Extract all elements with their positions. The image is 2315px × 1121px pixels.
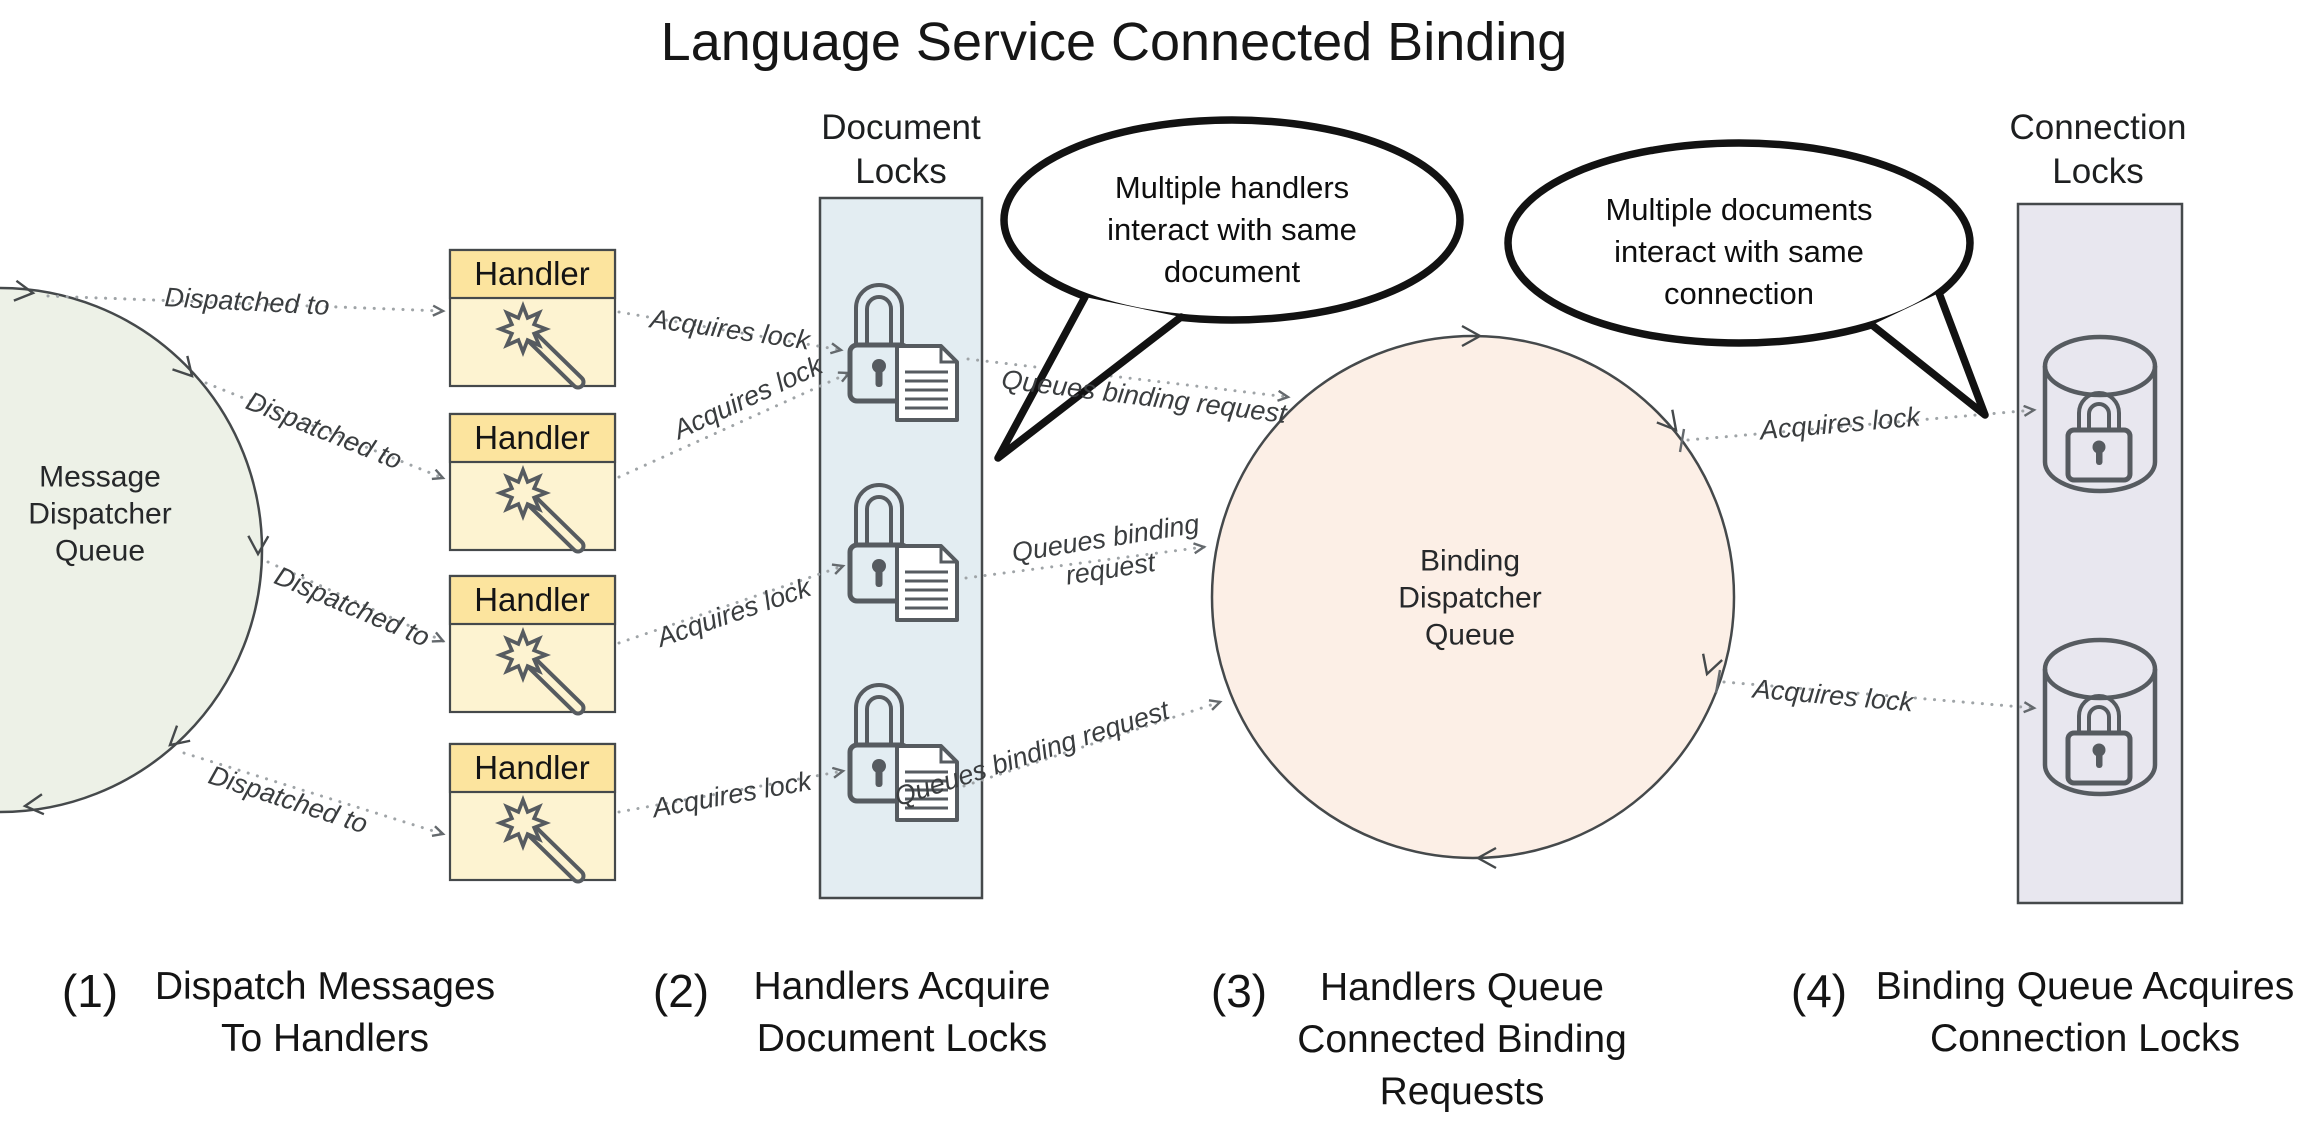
caption-2-number: (2) [652,965,710,1017]
connection-locks-label: Connection Locks [2009,108,2187,191]
wand-icon [495,301,586,390]
connector-ticks [1678,428,1722,694]
database-lock-icon [2042,334,2158,494]
handler-3-label: Handler [474,581,590,618]
wand-icon [495,795,586,884]
document-lock-icons [847,283,959,822]
message-dispatcher-queue-circle [0,286,264,814]
wand-icon [495,627,586,716]
caption-4-number: (4) [1790,965,1848,1017]
handler-2-label: Handler [474,419,590,456]
speech-bubble-1 [994,116,1464,462]
caption-4-text: Binding Queue Acquires Connection Locks [1875,965,2295,1060]
circle-rotation-arrows [13,279,1723,870]
caption-2-text: Handlers Acquire Document Locks [753,965,1051,1060]
callout-1-text: Multiple handlers interact with same doc… [1107,170,1357,289]
speech-bubble-2 [1504,139,1989,419]
lock-document-icon [847,683,959,822]
caption-1-text: Dispatch Messages To Handlers [154,965,496,1060]
database-lock-icon [2042,637,2158,797]
handler-4-label: Handler [474,749,590,786]
diagram-title: Language Service Connected Binding [660,12,1568,72]
connection-locks-container [2016,202,2184,905]
handler-boxes [448,248,617,882]
caption-3-number: (3) [1210,965,1268,1017]
binding-queue-label: Binding Dispatcher Queue [1398,544,1542,652]
binding-dispatcher-queue-circle [1210,334,1736,860]
callout-2-text: Multiple documents interact with same co… [1605,192,1873,311]
wand-icon [495,465,586,554]
caption-1-number: (1) [61,965,119,1017]
message-queue-label: Message Dispatcher Queue [28,460,172,568]
handler-1-label: Handler [474,255,590,292]
document-locks-label: Document Locks [821,108,981,191]
lock-document-icon [847,283,959,422]
connection-lock-icons [2042,334,2158,797]
dotted-connectors [46,294,2034,834]
caption-3-text: Handlers Queue Connected Binding Request… [1297,966,1627,1113]
lock-document-icon [847,483,959,622]
wand-icons [495,301,586,884]
